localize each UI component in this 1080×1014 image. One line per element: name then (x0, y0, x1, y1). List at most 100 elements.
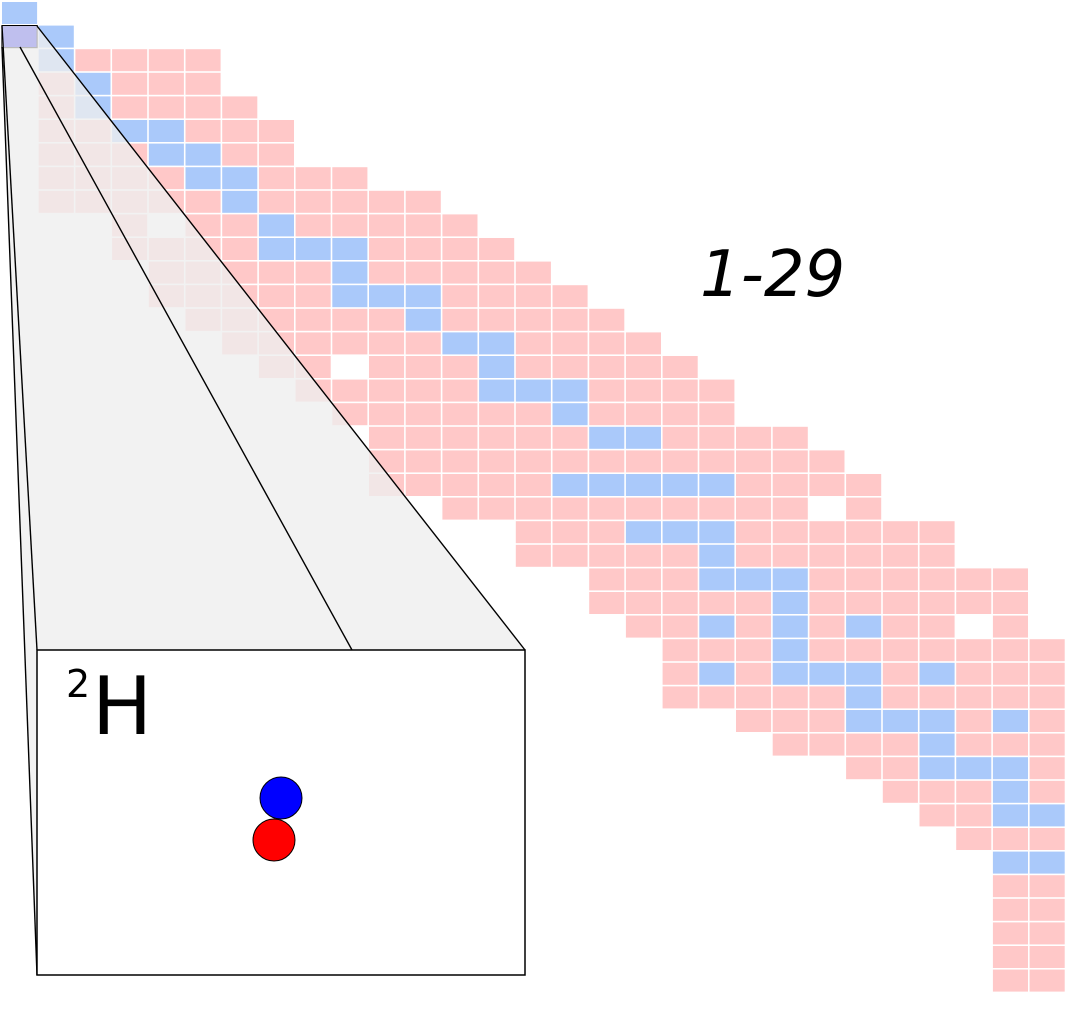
unstable-nuclide-cell (515, 285, 551, 308)
unstable-nuclide-cell (736, 521, 772, 544)
stable-nuclide-cell (919, 733, 955, 756)
unstable-nuclide-cell (589, 497, 625, 520)
unstable-nuclide-cell (369, 403, 405, 426)
stable-nuclide-cell (772, 568, 808, 591)
stable-nuclide-cell (625, 474, 661, 496)
stable-nuclide-cell (919, 662, 955, 685)
unstable-nuclide-cell (699, 403, 735, 426)
unstable-nuclide-cell (589, 450, 625, 473)
unstable-nuclide-cell (185, 120, 221, 142)
unstable-nuclide-cell (589, 592, 625, 614)
unstable-nuclide-cell (736, 474, 772, 496)
unstable-nuclide-cell (589, 403, 625, 426)
unstable-nuclide-cell (736, 662, 772, 685)
unstable-nuclide-cell (882, 544, 918, 567)
unstable-nuclide-cell (515, 426, 551, 449)
stable-nuclide-cell (809, 662, 845, 685)
unstable-nuclide-cell (699, 639, 735, 662)
unstable-nuclide-cell (515, 544, 551, 567)
stable-nuclide-cell (222, 167, 258, 190)
unstable-nuclide-cell (295, 332, 331, 355)
unstable-nuclide-cell (956, 804, 992, 827)
stable-nuclide-cell (442, 332, 478, 355)
unstable-nuclide-cell (772, 474, 808, 496)
unstable-nuclide-cell (515, 450, 551, 473)
unstable-nuclide-cell (736, 544, 772, 567)
unstable-nuclide-cell (625, 544, 661, 567)
unstable-nuclide-cell (956, 568, 992, 591)
unstable-nuclide-cell (956, 733, 992, 756)
unstable-nuclide-cell (662, 426, 698, 449)
unstable-nuclide-cell (625, 592, 661, 614)
unstable-nuclide-cell (1029, 733, 1065, 756)
unstable-nuclide-cell (992, 898, 1028, 921)
unstable-nuclide-cell (1029, 662, 1065, 685)
unstable-nuclide-cell (332, 214, 368, 237)
unstable-nuclide-cell (442, 426, 478, 449)
unstable-nuclide-cell (369, 261, 405, 284)
unstable-nuclide-cell (992, 733, 1028, 756)
unstable-nuclide-cell (515, 261, 551, 284)
unstable-nuclide-cell (809, 592, 845, 614)
stable-nuclide-cell (148, 120, 184, 142)
unstable-nuclide-cell (589, 379, 625, 402)
unstable-nuclide-cell (552, 497, 588, 520)
unstable-nuclide-cell (295, 167, 331, 190)
unstable-nuclide-cell (258, 285, 294, 308)
unstable-nuclide-cell (479, 497, 515, 520)
unstable-nuclide-cell (332, 308, 368, 331)
unstable-nuclide-cell (222, 238, 258, 260)
stable-nuclide-cell (2, 2, 38, 24)
unstable-nuclide-cell (1029, 898, 1065, 921)
stable-nuclide-cell (515, 379, 551, 402)
element-symbol: H (92, 660, 152, 753)
unstable-nuclide-cell (736, 686, 772, 709)
unstable-nuclide-cell (699, 450, 735, 473)
stable-nuclide-cell (992, 780, 1028, 803)
unstable-nuclide-cell (442, 497, 478, 520)
unstable-nuclide-cell (846, 474, 882, 496)
unstable-nuclide-cell (405, 403, 441, 426)
unstable-nuclide-cell (405, 261, 441, 284)
zoom-guide-line (1, 25, 38, 651)
unstable-nuclide-cell (992, 615, 1028, 638)
unstable-nuclide-cell (515, 356, 551, 378)
stable-nuclide-cell (258, 238, 294, 260)
unstable-nuclide-cell (662, 615, 698, 638)
unstable-nuclide-cell (515, 308, 551, 331)
unstable-nuclide-cell (662, 497, 698, 520)
unstable-nuclide-cell (222, 96, 258, 119)
unstable-nuclide-cell (1029, 710, 1065, 732)
unstable-nuclide-cell (148, 49, 184, 72)
unstable-nuclide-cell (882, 592, 918, 614)
unstable-nuclide-cell (625, 497, 661, 520)
zoom-guide-line (1, 46, 38, 976)
unstable-nuclide-cell (956, 710, 992, 732)
stable-nuclide-cell (369, 285, 405, 308)
unstable-nuclide-cell (405, 214, 441, 237)
unstable-nuclide-cell (662, 450, 698, 473)
unstable-nuclide-cell (552, 426, 588, 449)
unstable-nuclide-cell (515, 497, 551, 520)
unstable-nuclide-cell (515, 332, 551, 355)
unstable-nuclide-cell (405, 474, 441, 496)
unstable-nuclide-cell (919, 780, 955, 803)
unstable-nuclide-cell (442, 238, 478, 260)
unstable-nuclide-cell (992, 828, 1028, 850)
unstable-nuclide-cell (1029, 875, 1065, 898)
unstable-nuclide-cell (992, 946, 1028, 968)
unstable-nuclide-cell (222, 120, 258, 142)
unstable-nuclide-cell (589, 544, 625, 567)
unstable-nuclide-cell (699, 379, 735, 402)
stable-nuclide-cell (222, 190, 258, 213)
unstable-nuclide-cell (919, 615, 955, 638)
stable-nuclide-cell (699, 544, 735, 567)
unstable-nuclide-cell (295, 261, 331, 284)
unstable-nuclide-cell (846, 592, 882, 614)
unstable-nuclide-cell (589, 356, 625, 378)
unstable-nuclide-cell (809, 639, 845, 662)
unstable-nuclide-cell (515, 521, 551, 544)
unstable-nuclide-cell (369, 356, 405, 378)
unstable-nuclide-cell (405, 450, 441, 473)
